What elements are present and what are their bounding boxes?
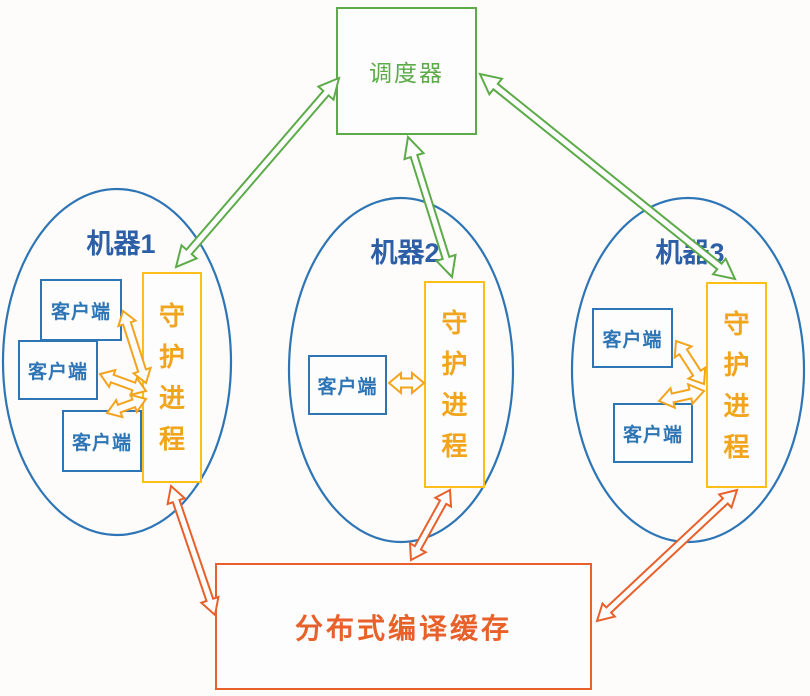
machine3-client2-node: 客户端 [613,403,693,463]
machine1-label: 机器1 [86,229,156,259]
arrow-m3-client1 [673,339,707,386]
machine3-client1-node: 客户端 [592,308,673,368]
arrow-m2-client1 [387,370,426,396]
scheduler-node: 调度器 [336,7,477,135]
machine2-label: 机器2 [370,238,440,268]
machine2-client1-node: 客户端 [308,355,387,415]
arrow-scheduler-daemon1 [174,76,341,269]
machine3-daemon-node: 守护进程 [706,282,767,488]
machine2-daemon-label: 守护进程 [441,308,468,461]
machine1-client1-node: 客户端 [40,279,122,341]
machine1-client3-node: 客户端 [62,410,142,472]
arrow-daemon2-cache [408,488,453,562]
machine3-daemon-label: 守护进程 [723,308,750,462]
arrow-m1-client2 [98,368,148,397]
machine1-client2-node: 客户端 [18,340,98,400]
machine1-daemon-node: 守护进程 [142,272,202,483]
machine1-daemon-label: 守护进程 [158,301,185,454]
machine3-label: 机器3 [655,238,725,268]
cache-node: 分布式编译缓存 [215,563,592,690]
arrow-daemon3-cache [595,488,739,623]
arrow-daemon1-cache [166,484,220,617]
machine2-daemon-node: 守护进程 [424,281,485,488]
